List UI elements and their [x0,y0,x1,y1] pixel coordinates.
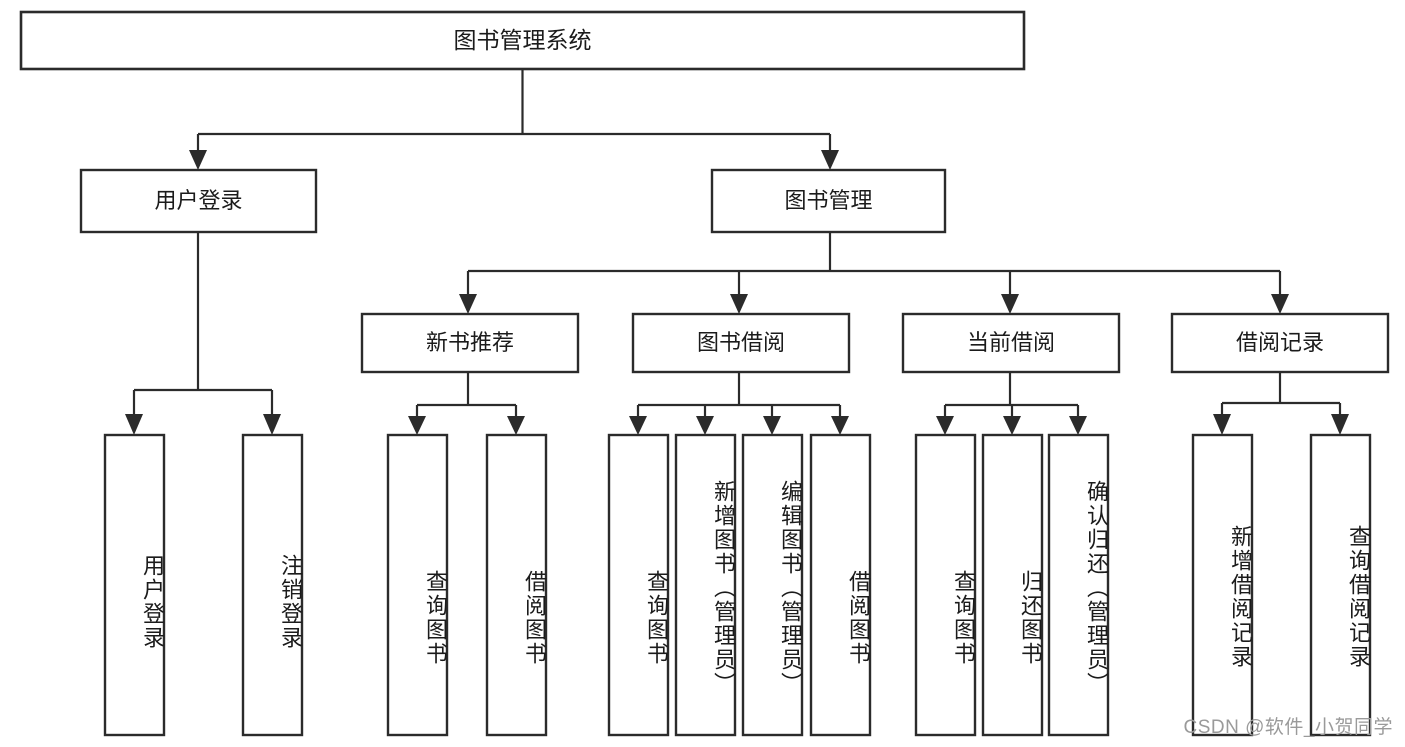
connector-group-new-book [408,372,525,435]
node-book-borrow[interactable]: 图书借阅 [631,312,851,374]
new-book-recommend-node-box[interactable] [360,312,580,374]
connector-group-current-borrow [936,372,1087,435]
root-node-box[interactable] [19,10,1026,71]
csdn-watermark: CSDN @软件_小贺同学 [1183,717,1393,738]
leaf-box-book-borrow-4[interactable] [809,433,872,737]
leaf-box-current-borrow-2[interactable] [981,433,1044,737]
arrow-head-borrow-leaf-2 [696,416,714,435]
book-borrow-node-box[interactable] [631,312,851,374]
new-book-recommend-node-label: 新书推荐 [426,330,514,355]
arrow-head-borrow-leaf-1 [629,416,647,435]
arrow-head-level3-2 [730,294,748,314]
leaf-box-book-borrow-3[interactable] [741,433,804,737]
node-root-book-management-system[interactable]: 图书管理系统 [19,10,1026,71]
node-borrow-record[interactable]: 借阅记录 [1170,312,1390,374]
arrow-head-level3-3 [1001,294,1019,314]
node-new-book-recommend[interactable]: 新书推荐 [360,312,580,374]
arrow-head-record-leaf-2 [1331,414,1349,435]
borrow-record-node-box[interactable] [1170,312,1390,374]
leaf-box-user-login-2[interactable] [241,433,304,737]
leaf-box-current-borrow-3[interactable] [1047,433,1110,737]
arrow-head-level3-1 [459,294,477,314]
connector-group-book-borrow [629,372,849,435]
leaf-box-new-book-1[interactable] [386,433,449,737]
arrow-head-current-leaf-2 [1003,416,1021,435]
connector-group-borrow-record [1213,372,1349,435]
leaf-box-book-borrow-1[interactable] [607,433,670,737]
root-node-label: 图书管理系统 [454,27,592,53]
arrow-head-login-leaf-2 [263,414,281,435]
arrow-head-borrow-leaf-3 [763,416,781,435]
leaf-box-current-borrow-1[interactable] [914,433,977,737]
connector-group-user-login [125,232,281,435]
current-borrow-node-box[interactable] [901,312,1121,374]
node-user-login[interactable]: 用户登录 [79,168,318,234]
arrow-head-level3-4 [1271,294,1289,314]
user-login-node-label: 用户登录 [154,188,242,213]
borrow-record-node-label: 借阅记录 [1236,330,1324,355]
arrow-head-current-leaf-3 [1069,416,1087,435]
arrow-head-login [189,150,207,170]
connector-group-book-management [459,232,1289,314]
connector-group-root [189,69,839,170]
leaf-box-user-login-1[interactable] [103,433,166,737]
user-login-node-box[interactable] [79,168,318,234]
arrow-head-borrow-leaf-4 [831,416,849,435]
current-borrow-node-label: 当前借阅 [967,330,1055,355]
node-book-management[interactable]: 图书管理 [710,168,947,234]
arrow-head-record-leaf-1 [1213,414,1231,435]
book-management-node-box[interactable] [710,168,947,234]
leaf-box-book-borrow-2[interactable] [674,433,737,737]
book-management-node-label: 图书管理 [784,188,872,213]
leaf-box-new-book-2[interactable] [485,433,548,737]
leaf-box-borrow-record-1[interactable] [1191,433,1254,737]
arrow-head-newbook-leaf-1 [408,416,426,435]
arrow-head-current-leaf-1 [936,416,954,435]
arrow-head-login-leaf-1 [125,414,143,435]
node-current-borrow[interactable]: 当前借阅 [901,312,1121,374]
arrow-head-newbook-leaf-2 [507,416,525,435]
book-borrow-node-label: 图书借阅 [697,330,785,355]
arrow-head-bookmgmt [821,150,839,170]
leaf-box-borrow-record-2[interactable] [1309,433,1372,737]
